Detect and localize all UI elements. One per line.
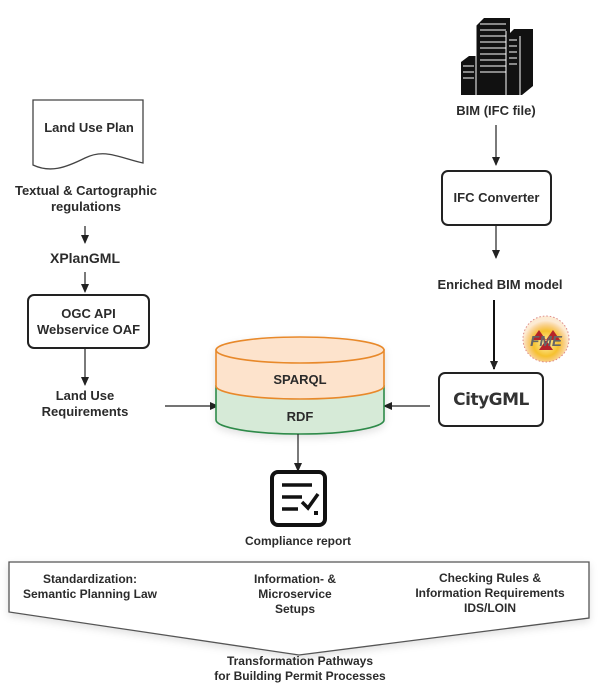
land-use-plan-document-shape: [32, 99, 144, 170]
textual-regulations-label: Textual & Cartographic regulations: [0, 183, 172, 215]
building-icon: [461, 18, 533, 95]
standardization-line2: Semantic Planning Law: [22, 587, 158, 601]
standardization-line1: Standardization:: [42, 572, 137, 586]
footer-line2: for Building Permit Processes: [214, 669, 386, 683]
textual-regulations-line2: regulations: [50, 199, 122, 214]
information-microservice-line3: Setups: [274, 602, 315, 616]
svg-text:FME: FME: [530, 333, 563, 350]
enriched-bim-model-label: Enriched BIM model: [437, 277, 563, 292]
checking-rules-label: Checking Rules & Information Requirement…: [400, 571, 580, 616]
xplangml-label: XPlanGML: [49, 250, 120, 266]
land-use-requirements-line2: Requirements: [41, 404, 129, 419]
land-use-requirements-line1: Land Use: [55, 388, 115, 403]
rdf-sparql-database: [215, 336, 385, 435]
ifc-converter-box: IFC Converter: [441, 170, 552, 226]
sparql-label: SPARQL: [273, 372, 327, 387]
database-top: [215, 336, 385, 364]
transformation-pathways-banner: [8, 561, 590, 656]
checking-rules-line3: IDS/LOIN: [463, 601, 516, 615]
ogc-api-line1: OGC API: [61, 305, 116, 321]
transformation-pathways-footer: Transformation Pathways for Building Per…: [190, 654, 410, 684]
checking-rules-line2: Information Requirements: [415, 586, 565, 600]
fme-logo-icon: FME: [522, 315, 570, 363]
land-use-requirements-label: Land Use Requirements: [25, 388, 145, 420]
compliance-report-icon: [270, 470, 327, 527]
compliance-report-label: Compliance report: [244, 534, 352, 548]
checking-rules-line1: Checking Rules &: [438, 571, 542, 585]
ogc-api-line2: Webservice OAF: [36, 321, 141, 337]
bim-ifc-file-label: BIM (IFC file): [456, 103, 536, 118]
sparql-layer: [215, 349, 385, 400]
footer-line1: Transformation Pathways: [226, 654, 374, 668]
standardization-label: Standardization: Semantic Planning Law: [10, 572, 170, 602]
citygml-box: CityGML: [438, 372, 544, 427]
ogc-api-box: OGC API Webservice OAF: [27, 294, 150, 349]
rdf-label: RDF: [286, 409, 314, 424]
textual-regulations-line1: Textual & Cartographic: [14, 183, 158, 198]
information-microservice-line2: Microservice: [258, 587, 332, 601]
information-microservice-label: Information- & Microservice Setups: [230, 572, 360, 617]
information-microservice-line1: Information- &: [254, 572, 336, 586]
land-use-plan-label: Land Use Plan: [44, 120, 134, 135]
